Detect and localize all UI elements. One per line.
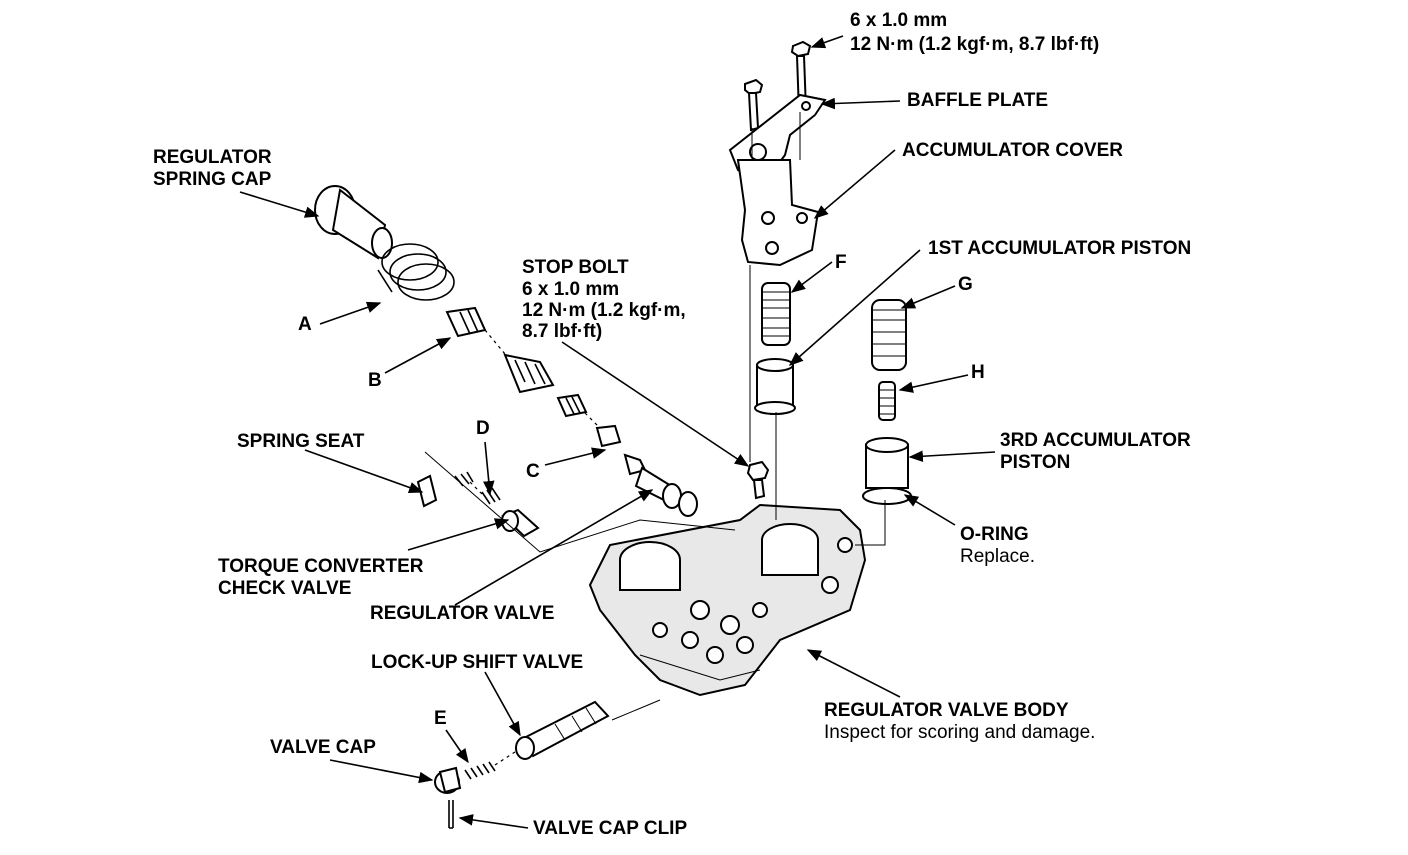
- spring-e: [464, 751, 516, 780]
- part-h-label: H: [971, 362, 985, 383]
- valve-cap-clip: [448, 800, 454, 829]
- valve-cap-label: VALVE CAP: [270, 737, 376, 758]
- regulator-valve-body: [588, 503, 867, 697]
- valve-cap-clip-label: VALVE CAP CLIP: [533, 818, 688, 839]
- regulator-spring-cap-label-line2: SPRING CAP: [153, 169, 272, 190]
- first-accumulator-piston-label: 1ST ACCUMULATOR PISTON: [928, 238, 1192, 259]
- stop-bolt-label-line1: STOP BOLT: [522, 257, 629, 278]
- part-f-label: F: [835, 252, 847, 273]
- regulator-valve-body-label: REGULATOR VALVE BODY: [824, 700, 1069, 721]
- part-g-label: G: [958, 274, 973, 295]
- leader-lines: [239, 35, 996, 829]
- part-c-label: C: [526, 461, 540, 482]
- spring-seat-label: SPRING SEAT: [237, 431, 365, 452]
- third-accumulator-piston-label-line1: 3RD ACCUMULATOR: [1000, 430, 1191, 451]
- stop-bolt: [746, 460, 770, 500]
- stop-bolt-label-line3: 12 N·m (1.2 kgf·m,: [522, 300, 686, 321]
- spring-a: [377, 243, 455, 301]
- part-d-label: D: [476, 418, 490, 439]
- spring-d: [454, 471, 501, 505]
- assembly-guide-lines: [424, 112, 886, 721]
- regulator-spring-cap: [314, 185, 393, 260]
- lock-up-shift-valve-label: LOCK-UP SHIFT VALVE: [371, 652, 584, 673]
- regulator-valve-body-note: Inspect for scoring and damage.: [824, 722, 1096, 743]
- regulator-valve-label: REGULATOR VALVE: [370, 603, 555, 624]
- part-e-label: E: [434, 708, 447, 729]
- o-ring-note: Replace.: [960, 546, 1035, 567]
- torque-converter-check-valve-label-line2: CHECK VALVE: [218, 578, 352, 599]
- part-a-label: A: [298, 314, 312, 335]
- o-ring-label: O-RING: [960, 524, 1029, 545]
- baffle-plate-label: BAFFLE PLATE: [907, 90, 1049, 111]
- part-b-label: B: [368, 370, 382, 391]
- stop-bolt-label-line2: 6 x 1.0 mm: [522, 279, 620, 300]
- accumulator-cover: [736, 159, 820, 267]
- torque-converter-check-valve: [501, 508, 540, 538]
- torque-converter-check-valve-label-line1: TORQUE CONVERTER: [218, 556, 424, 577]
- spring-c: [556, 393, 622, 448]
- accumulator-cover-label: ACCUMULATOR COVER: [902, 140, 1123, 161]
- lock-up-shift-valve: [515, 700, 610, 760]
- spring-g: [871, 299, 907, 371]
- third-accumulator-piston: [862, 437, 912, 505]
- third-accumulator-piston-label-line2: PISTON: [1000, 452, 1071, 473]
- regulator-valve: [623, 453, 698, 517]
- valve-cap: [434, 766, 462, 794]
- first-accumulator-piston: [754, 358, 796, 415]
- spring-f: [761, 282, 791, 346]
- regulator-spring-cap-label-line1: REGULATOR: [153, 147, 272, 168]
- spring-h: [878, 381, 896, 421]
- spring-b: [445, 306, 555, 394]
- stop-bolt-label-line4: 8.7 lbf·ft): [522, 321, 603, 342]
- bolt-top-torque-label: 12 N·m (1.2 kgf·m, 8.7 lbf·ft): [850, 34, 1100, 55]
- bolt-top-size-label: 6 x 1.0 mm: [850, 10, 948, 31]
